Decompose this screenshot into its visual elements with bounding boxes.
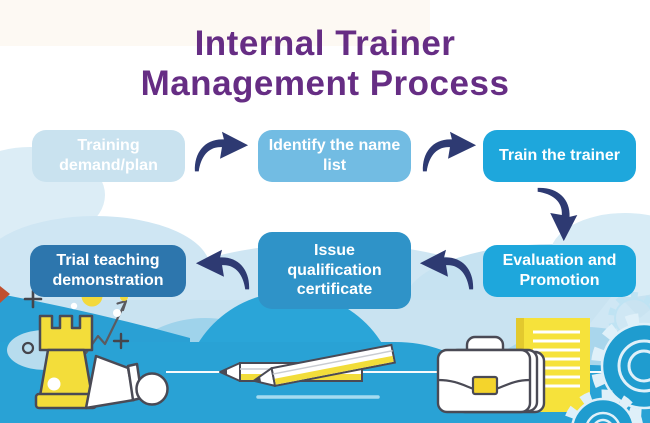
briefcase-icon — [436, 335, 546, 414]
white-dot — [113, 309, 121, 317]
gears-icon — [563, 292, 650, 423]
chess-rook-icon — [34, 314, 98, 410]
step-label: Identify the name list — [268, 137, 401, 174]
fallen-chess-pawn-icon — [84, 354, 169, 410]
arrow-left-icon — [418, 248, 476, 292]
pencil-diagonal-icon — [252, 343, 396, 388]
red-sliver — [0, 286, 10, 303]
briefcase-clasp — [471, 375, 499, 396]
step-label: Train the trainer — [499, 147, 620, 165]
white-dot — [70, 302, 78, 310]
page-title-line2: Management Process — [140, 63, 510, 103]
step-label: Trial teaching demonstration — [52, 252, 164, 289]
step-identify-name-list: Identify the name list — [258, 130, 411, 182]
page-title-line1: Internal Trainer — [194, 24, 456, 63]
arrow-right-icon — [192, 130, 250, 174]
step-issue-qualification-certificate: Issue qualification certificate — [258, 232, 411, 309]
page-title: Internal Trainer Management Process — [0, 24, 650, 104]
arrow-down-icon — [535, 185, 579, 243]
step-training-demand-plan: Training demand/plan — [32, 130, 185, 182]
step-evaluation-and-promotion: Evaluation and Promotion — [483, 245, 636, 297]
step-train-the-trainer: Train the trainer — [483, 130, 636, 182]
warm-strip — [0, 0, 430, 46]
arrow-right-icon — [420, 130, 478, 174]
arrow-left-icon — [194, 248, 252, 292]
step-trial-teaching-demonstration: Trial teaching demonstration — [30, 245, 186, 297]
ring-icon — [21, 341, 35, 355]
step-label: Evaluation and Promotion — [502, 252, 617, 289]
step-label: Training demand/plan — [59, 137, 158, 174]
step-label: Issue qualification certificate — [287, 242, 382, 299]
